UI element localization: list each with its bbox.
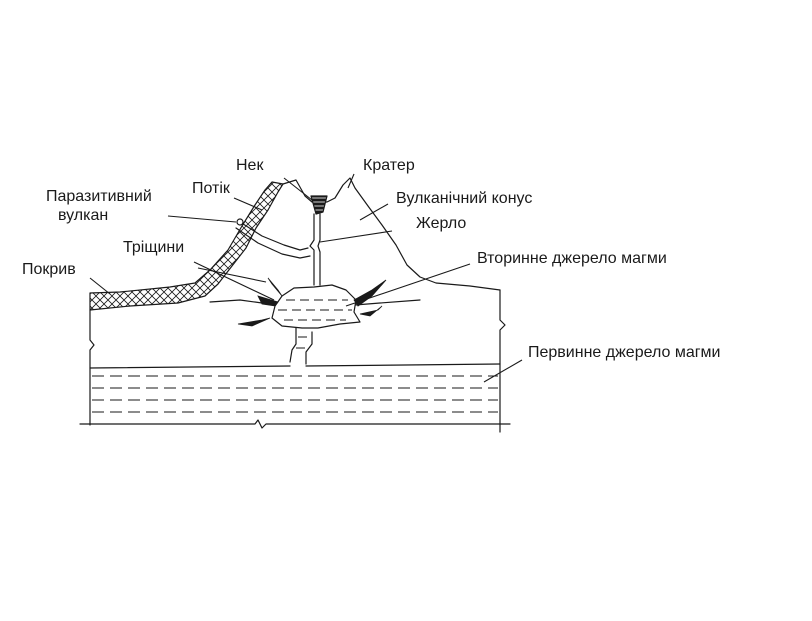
leader-fissure-a <box>193 261 275 301</box>
leader-parasitic <box>167 215 237 223</box>
leader-crater <box>347 173 355 189</box>
flow-channel <box>239 221 309 251</box>
vent-conduit-left <box>309 213 315 286</box>
leader-lines <box>89 173 523 383</box>
leader-cone <box>359 203 389 221</box>
leader-secondary <box>345 263 471 307</box>
fissure-1 <box>257 295 279 307</box>
leader-vent <box>319 230 393 243</box>
label-parasitic-line1: Паразитивний <box>46 188 152 205</box>
primary-magma-texture <box>92 375 498 413</box>
fissures <box>237 277 387 327</box>
ground-left <box>209 299 263 304</box>
fissure-2 <box>237 317 271 327</box>
vent-conduit-right <box>317 213 321 286</box>
fissure-5 <box>267 277 283 297</box>
label-secondary-chamber: Вторинне джерело магми <box>477 250 667 267</box>
fissure-4 <box>359 305 383 317</box>
label-primary-chamber: Первинне джерело магми <box>528 344 721 361</box>
leader-flow <box>233 197 263 211</box>
label-parasitic-line2: вулкан <box>58 207 109 224</box>
label-neck: Нек <box>236 157 264 174</box>
label-cover: Покрив <box>22 261 76 278</box>
cover-layer <box>89 181 284 311</box>
label-vent: Жерло <box>416 215 467 232</box>
left-edge <box>89 309 95 426</box>
right-edge <box>499 289 506 433</box>
leader-neck <box>283 177 313 201</box>
ground-right <box>354 299 421 306</box>
fissure-3 <box>353 279 387 307</box>
leader-primary <box>483 359 523 383</box>
label-fissures: Тріщини <box>123 239 185 256</box>
label-cone: Вулканічний конус <box>396 190 533 207</box>
parasitic-vent <box>236 218 244 226</box>
neck-plug <box>310 195 328 215</box>
label-flow: Потік <box>192 180 230 197</box>
lower-conduit <box>289 327 313 365</box>
chamber-roof <box>89 363 501 369</box>
secondary-magma-texture <box>278 299 352 349</box>
secondary-chamber <box>271 284 361 329</box>
leader-cover <box>89 277 111 295</box>
bottom-edge <box>79 419 511 429</box>
label-crater: Кратер <box>363 157 415 174</box>
leader-fissure-b <box>197 267 267 283</box>
